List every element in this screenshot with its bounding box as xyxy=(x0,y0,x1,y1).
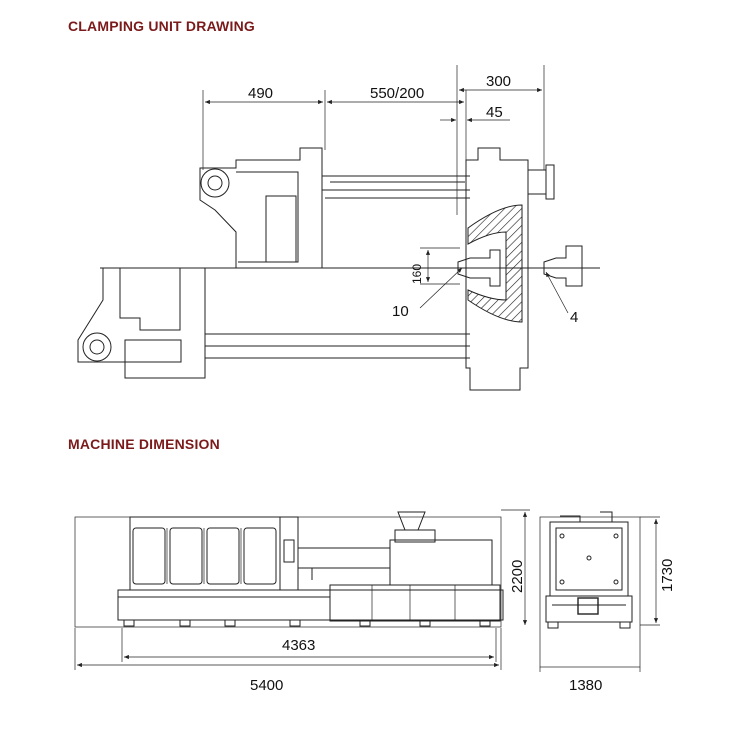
dim-160: 160 xyxy=(410,264,424,284)
clamping-unit-heading: CLAMPING UNIT DRAWING xyxy=(68,18,255,34)
dim-4363: 4363 xyxy=(282,637,315,654)
dim-490: 490 xyxy=(248,85,273,102)
dim-300: 300 xyxy=(486,73,511,90)
machine-end-view: 1730 1380 xyxy=(539,511,676,694)
dim-550-200: 550/200 xyxy=(370,85,424,102)
dim-2200: 2200 xyxy=(509,560,526,593)
dim-5400: 5400 xyxy=(250,677,283,694)
dim-4: 4 xyxy=(570,309,578,326)
machine-dimension-heading: MACHINE DIMENSION xyxy=(68,436,220,452)
dim-1380: 1380 xyxy=(569,677,602,694)
dim-45: 45 xyxy=(486,104,503,121)
machine-side-view: 4363 5400 2200 xyxy=(74,509,530,694)
clamping-unit-drawing: 490 550/200 300 45 160 10 4 xyxy=(77,65,600,391)
dim-10: 10 xyxy=(392,303,409,320)
dim-1730: 1730 xyxy=(659,559,676,592)
